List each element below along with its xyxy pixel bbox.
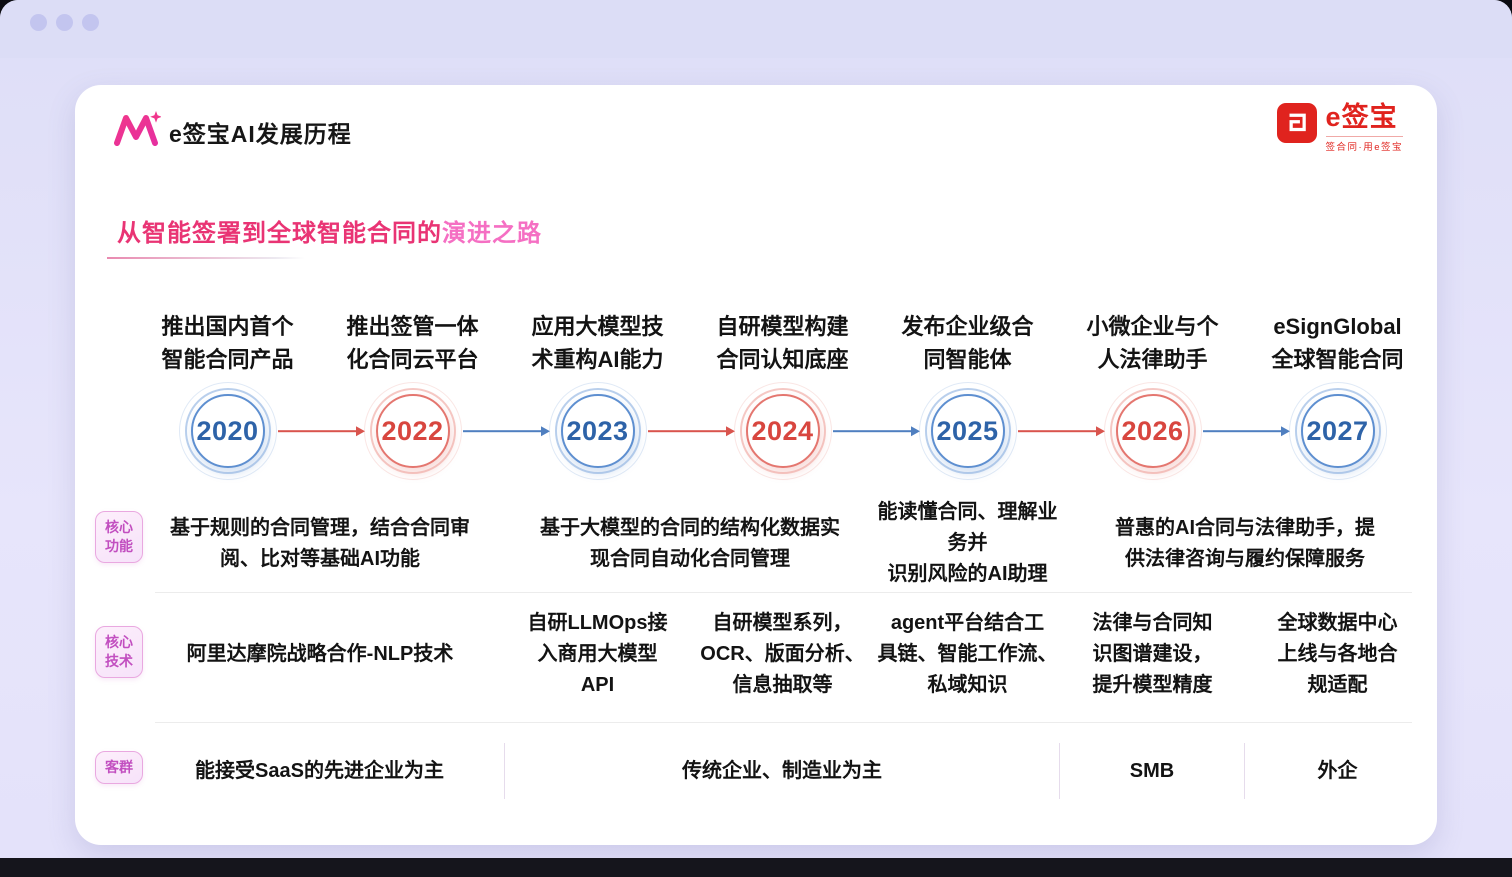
slide-card: e签宝AI发展历程 e签宝 签合同·用e签宝 从智能签署到全球智能合同的演进之路… [75,85,1437,845]
slide-subtitle: 从智能签署到全球智能合同的演进之路 [117,213,542,248]
core-technology-cell: 全球数据中心 上线与各地合 规适配 [1277,611,1398,696]
row-divider [155,592,1412,593]
subtitle-main: 从智能签署到全球智能合同的 [117,220,442,247]
milestone-year: 2023 [566,415,629,446]
app-window: e签宝AI发展历程 e签宝 签合同·用e签宝 从智能签署到全球智能合同的演进之路… [0,0,1512,858]
esignbao-logo-icon [1276,103,1317,143]
milestone-label: 推出签管一体 化合同云平台 [346,314,479,372]
core-technology-cell: 自研模型系列， OCR、版面分析、 信息抽取等 [700,611,865,696]
row-badge-core-technology: 核心 技术 [95,626,143,678]
arrow-right-icon [832,430,918,432]
milestone: 2024 [690,382,918,480]
esign-ai-logo-icon [113,111,162,147]
timeline-labels: 推出国内首个 智能合同产品 推出签管一体 化合同云平台 应用大模型技 术重构AI… [135,310,1430,376]
core-functions-row: 基于规则的合同管理，结合合同审 阅、比对等基础AI功能 基于大模型的合同的结构化… [135,497,1430,585]
milestone: 2025 [875,382,1103,480]
brand-name: e签宝 [1325,102,1398,132]
row-badge-customers: 客群 [95,751,143,784]
milestone-circle: 2027 [1288,382,1387,480]
milestone: 2023 [505,382,733,480]
customers-cell: 传统企业、制造业为主 [505,743,1060,799]
milestone-year: 2022 [381,415,444,446]
core-technology-cell: 法律与合同知 识图谱建设， 提升模型精度 [1092,611,1213,696]
core-technology-cell: 阿里达摩院战略合作-NLP技术 [186,642,454,665]
milestone-circle: 2025 [918,382,1017,480]
window-control-dot[interactable] [30,14,47,31]
core-functions-cell: 基于大模型的合同的结构化数据实 现合同自动化合同管理 [540,516,840,570]
core-technology-row: 阿里达摩院战略合作-NLP技术 自研LLMOps接 入商用大模型 API 自研模… [135,605,1430,703]
milestone-circle: 2024 [733,382,832,480]
taskbar [0,858,1512,877]
milestone-label: eSignGlobal 全球智能合同 [1271,314,1404,372]
milestone-year: 2027 [1306,415,1369,446]
customers-cell: 外企 [1317,759,1358,782]
milestone: 2026 [1060,382,1288,480]
milestone-circle: 2022 [363,382,462,480]
milestone-label: 应用大模型技 术重构AI能力 [531,314,664,372]
milestone-label: 小微企业与个 人法律助手 [1086,314,1219,372]
customers-row: 能接受SaaS的先进企业为主 传统企业、制造业为主 SMB 外企 [135,740,1430,802]
arrow-right-icon [462,430,548,432]
window-control-dot[interactable] [82,14,99,31]
subtitle-highlight: 演进之路 [442,220,542,247]
arrow-right-icon [1202,430,1288,432]
window-titlebar [0,0,1512,58]
customers-cell: SMB [1060,743,1245,799]
milestone-year: 2024 [751,415,814,446]
milestone-circle: 2023 [548,382,647,480]
core-functions-cell: 普惠的AI合同与法律助手，提 供法律咨询与履约保障服务 [1115,516,1375,570]
arrow-right-icon [647,430,733,432]
milestone-label: 发布企业级合 同智能体 [901,314,1034,372]
timeline: 2020 2022 2023 2024 [135,382,1430,480]
brand-text: e签宝 签合同·用e签宝 [1325,102,1403,153]
core-technology-cell: 自研LLMOps接 入商用大模型 API [527,611,668,696]
row-badge-core-functions: 核心 功能 [95,511,143,563]
core-technology-cell: agent平台结合工 具链、智能工作流、 私域知识 [877,611,1058,696]
milestone-circle: 2020 [178,382,277,480]
milestone: 2022 [320,382,548,480]
row-divider [155,722,1412,723]
core-functions-cell: 能读懂合同、理解业务并 识别风险的AI助理 [877,501,1058,585]
customers-cell: 能接受SaaS的先进企业为主 [135,743,505,799]
arrow-right-icon [277,430,363,432]
arrow-right-icon [1017,430,1103,432]
window-control-dot[interactable] [56,14,73,31]
milestone-label: 自研模型构建 合同认知底座 [716,314,849,372]
milestone-year: 2025 [936,415,999,446]
milestone-year: 2026 [1121,415,1184,446]
milestone-circle: 2026 [1103,382,1202,480]
milestone-label: 推出国内首个 智能合同产品 [161,314,294,372]
milestone-year: 2020 [196,415,259,446]
milestone: 2027 [1245,382,1430,480]
page-title: e签宝AI发展历程 [169,121,352,147]
core-functions-cell: 基于规则的合同管理，结合合同审 阅、比对等基础AI功能 [170,516,470,570]
milestone: 2020 [135,382,363,480]
brand-logo: e签宝 签合同·用e签宝 [1276,102,1403,153]
subtitle-underline [107,257,305,259]
brand-tagline: 签合同·用e签宝 [1325,135,1403,153]
